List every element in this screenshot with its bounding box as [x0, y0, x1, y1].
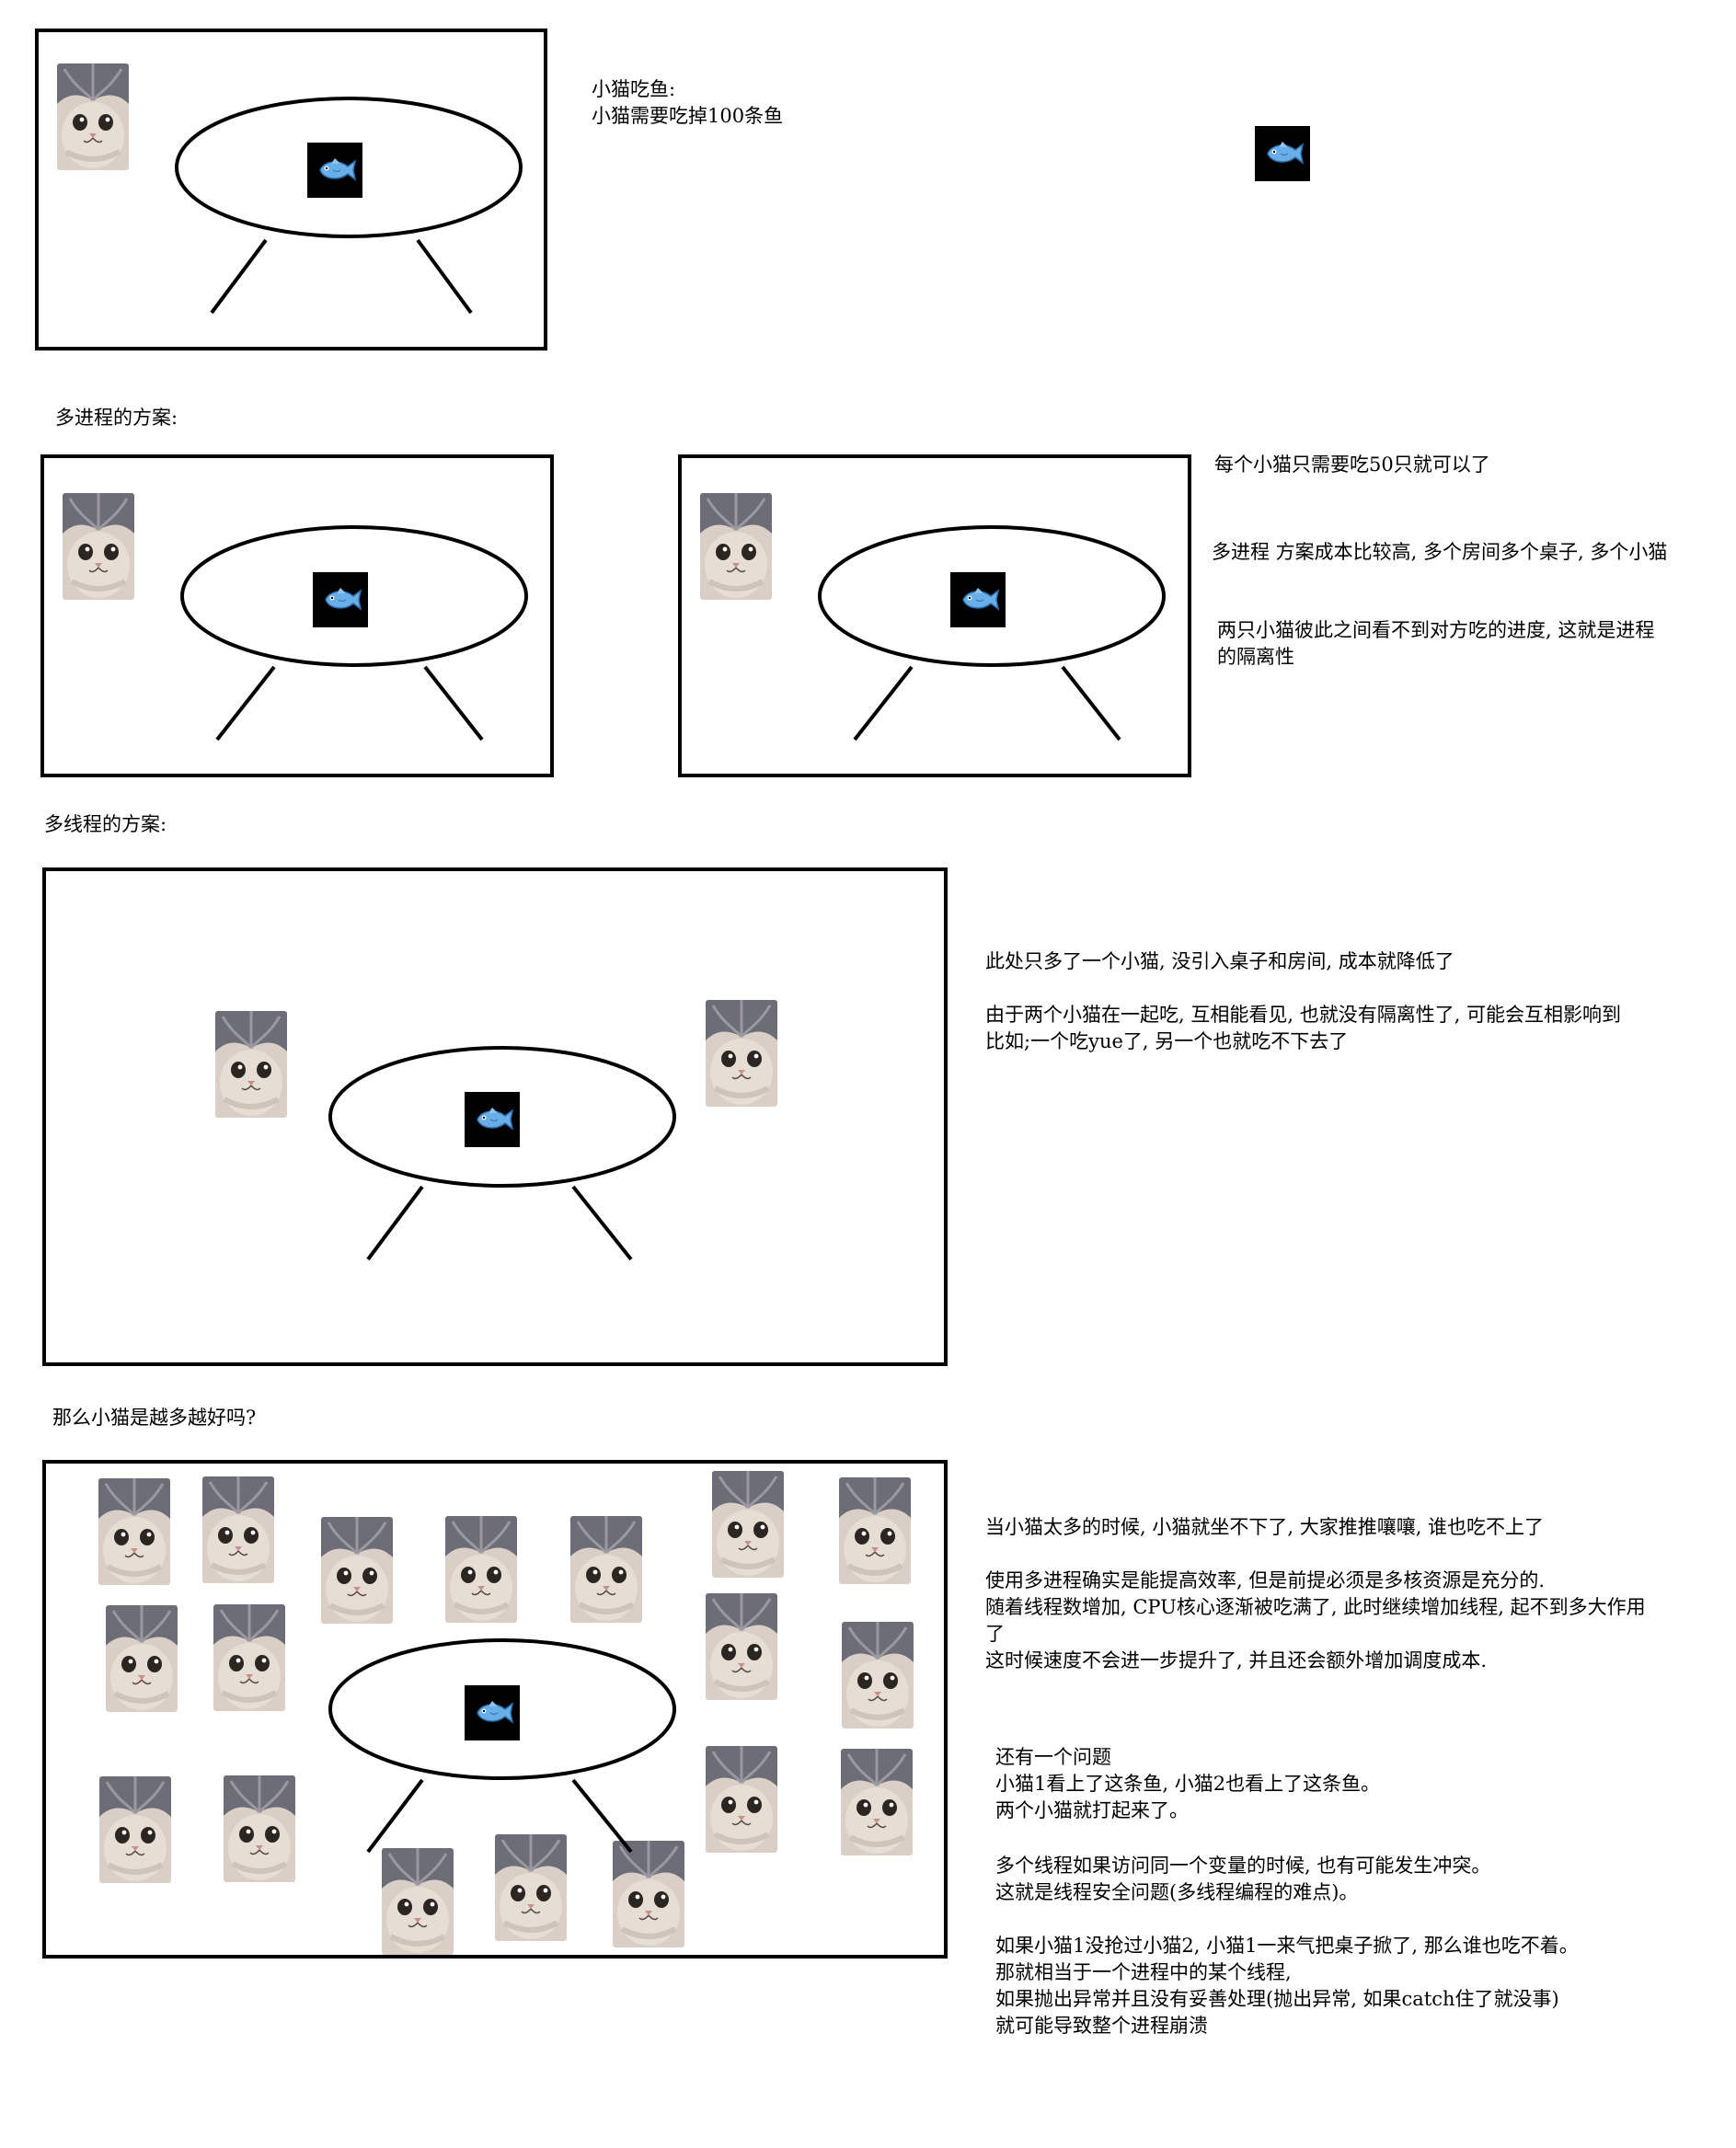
- more-cats-note-line: 这就是线程安全问题(多线程编程的难点)。: [995, 1881, 1359, 1903]
- multi-process-note-1: 每个小猫只需要吃50只就可以了: [1214, 454, 1490, 476]
- intro-title: 小猫吃鱼:: [592, 78, 676, 100]
- more-cats-note-line: 两个小猫就打起来了。: [995, 1799, 1189, 1821]
- table-drawing: [175, 97, 523, 315]
- section-heading-multi-process: 多进程的方案:: [55, 407, 178, 429]
- multi-thread-note-2: 由于两个小猫在一起吃, 互相能看见, 也就没有隔离性了, 可能会互相影响到 比如…: [985, 1002, 1621, 1055]
- multi-thread-note-line: 由于两个小猫在一起吃, 互相能看见, 也就没有隔离性了, 可能会互相影响到: [985, 1004, 1622, 1026]
- fish-icon: [465, 1685, 520, 1740]
- multi-process-note-2: 多进程 方案成本比较高, 多个房间多个桌子, 多个小猫: [1212, 541, 1668, 563]
- fish-icon: [313, 572, 368, 627]
- more-cats-note-line: 了: [985, 1623, 1005, 1645]
- more-cats-note-3: 还有一个问题 小猫1看上了这条鱼, 小猫2也看上了这条鱼。 两个小猫就打起来了。: [995, 1744, 1380, 1824]
- room-frame-threads: [42, 867, 948, 1366]
- more-cats-note-line: 使用多进程确实是能提高效率, 但是前提必须是多核资源是充分的.: [985, 1569, 1546, 1591]
- more-cats-note-line: 那就相当于一个进程中的某个线程,: [995, 1961, 1292, 1983]
- room-frame-intro: [35, 29, 547, 350]
- isolation-note-line: 两只小猫彼此之间看不到对方吃的进度, 这就是进程: [1217, 619, 1655, 641]
- room-frame-process-1: [40, 454, 554, 777]
- more-cats-note-line: 还有一个问题: [995, 1746, 1111, 1768]
- intro-subtitle: 小猫需要吃掉100条鱼: [592, 105, 784, 127]
- more-cats-note-4: 多个线程如果访问同一个变量的时候, 也有可能发生冲突。 这就是线程安全问题(多线…: [995, 1853, 1490, 1906]
- section-heading-more-cats: 那么小猫是越多越好吗?: [52, 1407, 257, 1429]
- table-drawing: [328, 1046, 676, 1261]
- multi-thread-note-1: 此处只多了一个小猫, 没引入桌子和房间, 成本就降低了: [985, 950, 1454, 972]
- fish-icon: [465, 1092, 520, 1147]
- more-cats-note-line: 随着线程数增加, CPU核心逐渐被吃满了, 此时继续增加线程, 起不到多大作用: [985, 1596, 1646, 1618]
- room-frame-crowded: [42, 1460, 948, 1958]
- more-cats-note-line: 如果小猫1没抢过小猫2, 小猫1一来气把桌子掀了, 那么谁也吃不着。: [995, 1935, 1579, 1957]
- table-drawing: [180, 525, 528, 741]
- more-cats-note-line: 小猫1看上了这条鱼, 小猫2也看上了这条鱼。: [995, 1773, 1381, 1795]
- more-cats-note-1: 当小猫太多的时候, 小猫就坐不下了, 大家推推嚷嚷, 谁也吃不上了: [985, 1516, 1545, 1538]
- table-drawing: [818, 525, 1166, 741]
- section-heading-multi-thread: 多线程的方案:: [44, 813, 167, 835]
- fish-icon: [307, 143, 362, 198]
- more-cats-note-line: 就可能导致整个进程崩溃: [995, 2015, 1208, 2037]
- intro-text: 小猫吃鱼: 小猫需要吃掉100条鱼: [592, 76, 783, 130]
- more-cats-note-line: 这时候速度不会进一步提升了, 并且还会额外增加调度成本.: [985, 1649, 1488, 1671]
- isolation-note-line: 的隔离性: [1217, 646, 1294, 668]
- fish-icon: [950, 572, 1006, 627]
- more-cats-note-2: 使用多进程确实是能提高效率, 但是前提必须是多核资源是充分的. 随着线程数增加,…: [985, 1568, 1646, 1674]
- multi-thread-note-line: 比如;一个吃yue了, 另一个也就吃不下去了: [985, 1030, 1349, 1052]
- room-frame-process-2: [678, 454, 1191, 777]
- more-cats-note-line: 多个线程如果访问同一个变量的时候, 也有可能发生冲突。: [995, 1855, 1491, 1877]
- isolation-note: 两只小猫彼此之间看不到对方吃的进度, 这就是进程 的隔离性: [1217, 617, 1654, 671]
- fish-icon: [1255, 126, 1310, 181]
- more-cats-note-5: 如果小猫1没抢过小猫2, 小猫1一来气把桌子掀了, 那么谁也吃不着。 那就相当于…: [995, 1933, 1579, 2039]
- more-cats-note-line: 如果抛出异常并且没有妥善处理(抛出异常, 如果catch住了就没事): [995, 1988, 1559, 2010]
- table-drawing: [328, 1638, 676, 1854]
